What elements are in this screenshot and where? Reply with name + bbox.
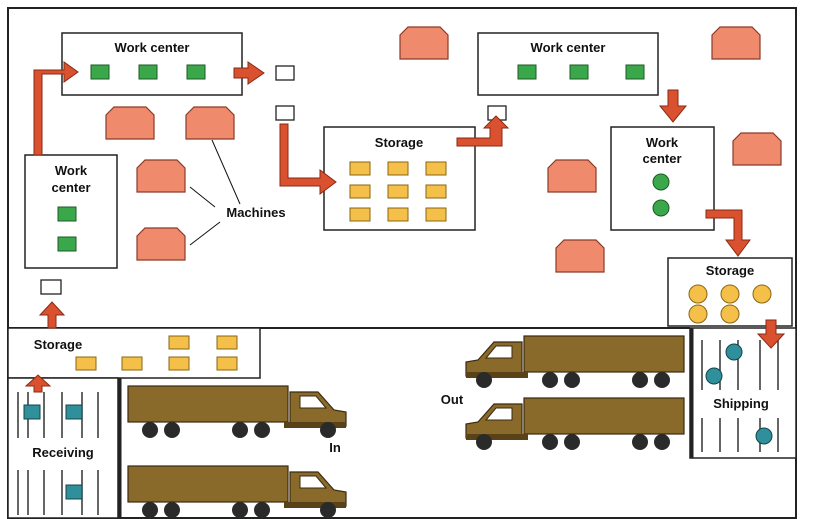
storage-item <box>688 284 708 304</box>
receiving-area: Receiving <box>7 377 122 519</box>
work-item <box>625 64 645 80</box>
receiving-label: Receiving <box>32 445 93 460</box>
storage-item <box>387 184 409 199</box>
work-item <box>90 64 110 80</box>
work-center-right-label-line1: Work <box>646 135 679 150</box>
machines-label: Machines <box>226 205 285 220</box>
work-center-top-right-label: Work center <box>531 40 606 55</box>
work-center-top-left-label: Work center <box>115 40 190 55</box>
flow-arrows <box>24 61 786 393</box>
truck-out-2 <box>465 397 685 450</box>
storage-right: Storage <box>667 257 793 327</box>
out-label: Out <box>441 392 464 407</box>
conveyor-item <box>725 343 743 361</box>
storage-item <box>387 207 409 222</box>
shipping-area: Shipping <box>689 327 797 459</box>
machine <box>136 159 186 193</box>
storage-item <box>752 284 772 304</box>
truck-in-1 <box>127 385 347 438</box>
flow-arrow-left-up <box>33 61 79 156</box>
transfer-square <box>275 65 295 81</box>
storage-item <box>425 161 447 176</box>
in-label: In <box>329 440 341 455</box>
flow-arrow-to-storage-right <box>705 209 751 257</box>
storage-center-label: Storage <box>375 135 423 150</box>
storage-item <box>216 356 238 371</box>
flow-arrow-to-shipping <box>756 319 786 349</box>
work-center-top-left: Work center <box>61 32 243 96</box>
work-item <box>517 64 537 80</box>
shipping-label: Shipping <box>713 396 769 411</box>
storage-item <box>720 284 740 304</box>
work-item <box>57 206 77 222</box>
storage-item <box>688 304 708 324</box>
machine <box>136 227 186 261</box>
work-center-left: Work center <box>24 154 118 269</box>
conveyor-item <box>65 484 83 500</box>
storage-bottom-left-label: Storage <box>34 337 82 352</box>
work-item <box>652 199 670 217</box>
transfer-square <box>40 279 62 295</box>
storage-item <box>720 304 740 324</box>
machine <box>555 239 605 273</box>
storage-item <box>349 184 371 199</box>
storage-item <box>168 335 190 350</box>
work-item <box>652 173 670 191</box>
work-center-left-label-line1: Work <box>55 163 88 178</box>
flow-arrow-receiving-up <box>24 374 52 393</box>
storage-item <box>75 356 97 371</box>
machine <box>105 106 155 140</box>
work-center-right-label-line2: center <box>642 151 681 166</box>
facility-outer-wall <box>7 7 797 519</box>
flow-arrow-to-storage <box>279 123 337 195</box>
storage-item <box>121 356 143 371</box>
work-item <box>569 64 589 80</box>
machine <box>711 26 761 60</box>
machine <box>185 106 235 140</box>
transfer-square <box>275 105 295 121</box>
work-item <box>138 64 158 80</box>
storage-bottom-left: Storage <box>7 327 261 379</box>
work-center-left-label-line2: center <box>51 180 90 195</box>
work-center-top-right: Work center <box>477 32 659 96</box>
storage-right-label: Storage <box>706 263 754 278</box>
work-center-right: Work center <box>610 126 715 231</box>
conveyor-item <box>705 367 723 385</box>
flow-arrow-wc-top-out <box>233 61 265 85</box>
truck-in-2 <box>127 465 347 518</box>
work-item <box>186 64 206 80</box>
storage-item <box>387 161 409 176</box>
flow-arrow-storage-up <box>38 301 66 329</box>
storage-item <box>425 207 447 222</box>
conveyor-item <box>65 404 83 420</box>
work-item <box>57 236 77 252</box>
machine <box>732 132 782 166</box>
conveyor-item <box>23 404 41 420</box>
flow-arrow-wc-right-down <box>658 89 688 123</box>
storage-item <box>425 184 447 199</box>
storage-item <box>349 207 371 222</box>
storage-item <box>349 161 371 176</box>
conveyor-item <box>755 427 773 445</box>
storage-item <box>168 356 190 371</box>
storage-item <box>216 335 238 350</box>
flow-arrow-storage-out <box>456 115 510 147</box>
storage-center: Storage <box>323 126 476 231</box>
machine <box>547 159 597 193</box>
machines-pointers <box>189 139 241 246</box>
machine <box>399 26 449 60</box>
truck-out-1 <box>465 335 685 388</box>
